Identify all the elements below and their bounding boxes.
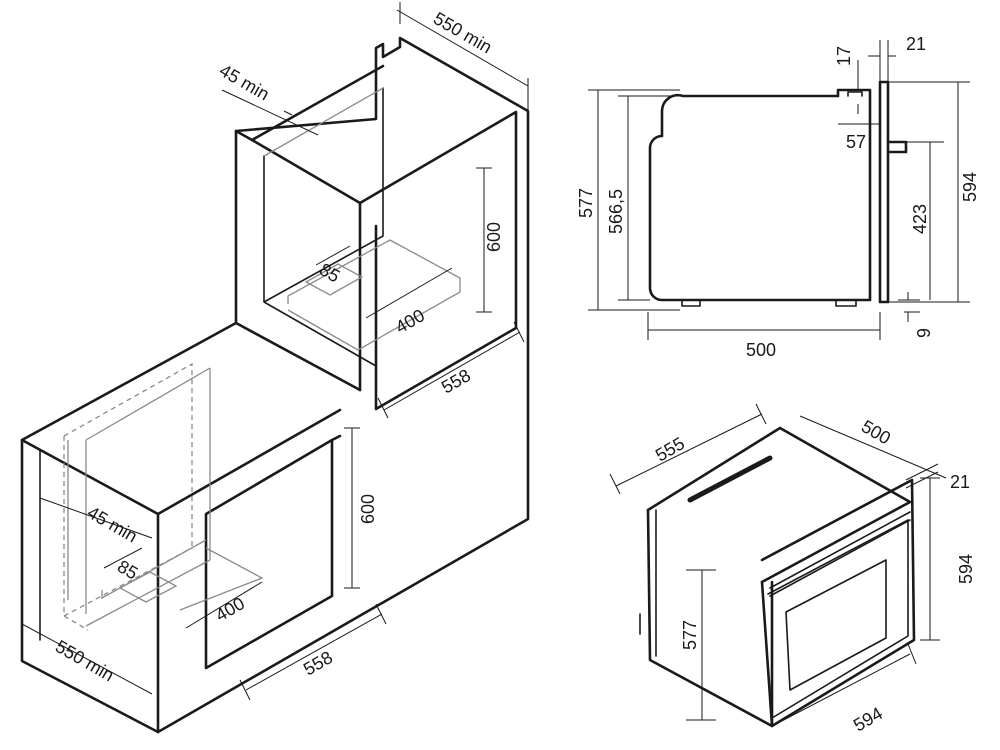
label-lower-width: 558 <box>300 647 336 679</box>
side-feet <box>681 299 857 307</box>
oven-side-back <box>639 509 657 657</box>
label-lower-vent-gap: 45 min <box>84 502 141 546</box>
oven-handle <box>769 511 911 597</box>
label-side-panel-top: 17 <box>834 46 854 66</box>
label-side-body-height: 577 <box>576 188 596 218</box>
label-side-inner-height: 566,5 <box>606 189 626 234</box>
upper-niche-left <box>250 138 362 205</box>
side-panel <box>878 80 890 304</box>
oven-top-vent <box>687 455 773 503</box>
label-oven-width-top: 500 <box>858 416 894 448</box>
label-lower-height: 600 <box>358 494 378 524</box>
label-lower-inner-width: 400 <box>212 593 248 625</box>
label-lower-depth: 550 min <box>52 636 117 685</box>
cabinet-hidden-lines <box>63 87 461 631</box>
oven-top <box>646 426 912 584</box>
label-oven-panel: 21 <box>950 472 970 492</box>
oven-door-frame <box>767 519 909 719</box>
label-upper-inner-width: 400 <box>392 305 428 337</box>
oven-side <box>646 508 774 728</box>
label-oven-depth: 555 <box>652 433 688 465</box>
upper-inner-lines <box>263 87 384 367</box>
label-side-control-height: 423 <box>910 204 930 234</box>
side-view-dimensions <box>588 40 970 340</box>
side-top-notch <box>847 91 863 97</box>
upper-niche <box>358 110 518 411</box>
oven-door-window <box>785 559 887 691</box>
side-body <box>648 88 872 302</box>
label-upper-vent-gap: 45 min <box>216 60 273 104</box>
label-side-total-height: 594 <box>960 172 980 202</box>
cabinet-dimensions <box>21 2 529 701</box>
cabinet-outline <box>20 36 530 734</box>
upper-step <box>234 321 362 392</box>
oven-side-view <box>648 80 908 307</box>
label-upper-depth-top: 550 min <box>430 8 495 57</box>
label-oven-front-height: 594 <box>956 554 976 584</box>
label-oven-body-height: 577 <box>680 620 700 650</box>
label-side-base-gap: 9 <box>914 328 934 338</box>
label-oven-front-width: 594 <box>850 703 886 735</box>
label-side-body-depth: 500 <box>746 340 776 360</box>
label-upper-height: 600 <box>484 222 504 252</box>
lower-niche-lip <box>330 434 342 442</box>
oven-3d-view <box>639 426 916 728</box>
cabinet-structure <box>20 36 530 734</box>
oven-3d-dimensions <box>609 403 947 725</box>
label-side-control-offset: 57 <box>846 132 866 152</box>
side-knob <box>886 140 908 154</box>
oven-front-panel <box>760 478 916 728</box>
lower-niche <box>204 438 334 670</box>
label-side-panel-thickness: 21 <box>906 34 926 54</box>
